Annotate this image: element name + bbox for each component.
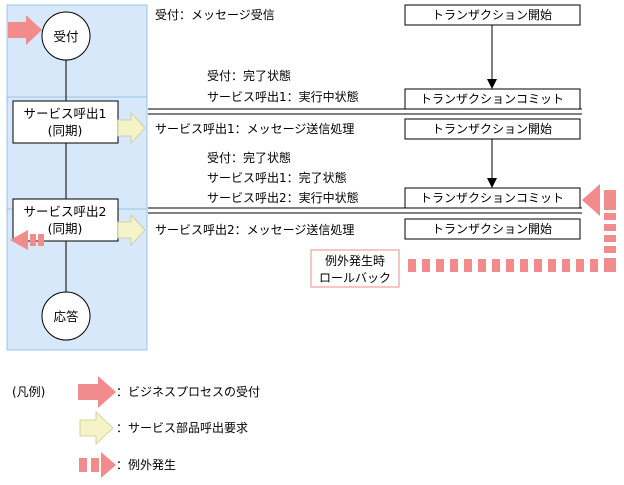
row5-box-text: トランザクション開始 bbox=[432, 222, 552, 236]
exception-dash-h10 bbox=[464, 259, 472, 272]
response-label: 応答 bbox=[53, 309, 79, 324]
row3-label: サービス呼出1：メッセージ送信処理 bbox=[155, 121, 354, 136]
exception-dash-h14 bbox=[408, 259, 416, 272]
rollback-return-dash-2 bbox=[30, 234, 36, 246]
receive-arrow-icon bbox=[8, 15, 42, 45]
receive-node bbox=[41, 11, 91, 61]
rollback-line2: ロールバック bbox=[319, 271, 391, 285]
service-call-1-title: サービス呼出1 bbox=[24, 106, 107, 121]
row1-box-text: トランザクション開始 bbox=[432, 8, 552, 22]
connector-2-arrowhead bbox=[487, 178, 497, 188]
exception-dash-h7 bbox=[506, 259, 514, 272]
row4-label-b: サービス呼出1：完了状態 bbox=[207, 170, 347, 185]
service-call-1-box bbox=[12, 100, 119, 144]
legend-exception-dash-1 bbox=[79, 458, 87, 472]
legend-title: (凡例) bbox=[12, 385, 45, 399]
service-call-2-title: サービス呼出2 bbox=[24, 204, 107, 219]
exception-dash-v4 bbox=[604, 246, 616, 253]
exception-dash-h2 bbox=[576, 259, 584, 272]
service-call-2-sub: (同期) bbox=[48, 221, 83, 236]
row2-label-a: 受付：完了状態 bbox=[207, 68, 291, 83]
exception-dash-v3 bbox=[604, 235, 616, 242]
exception-dash-h9 bbox=[478, 259, 486, 272]
exception-dash-h12 bbox=[436, 259, 444, 272]
service-request-1-arrow-icon bbox=[117, 111, 146, 145]
row5-label: サービス呼出2：メッセージ送信処理 bbox=[155, 222, 354, 237]
exception-dash-h4 bbox=[548, 259, 556, 272]
exception-dash-v2 bbox=[604, 224, 616, 231]
row2-box bbox=[404, 88, 581, 110]
exception-dash-h8 bbox=[492, 259, 500, 272]
legend-service-arrow-icon bbox=[79, 411, 114, 445]
legend-exception-dash-2 bbox=[91, 458, 99, 472]
legend-item2: ：サービス部品呼出要求 bbox=[116, 420, 248, 435]
rollback-return-dash-1 bbox=[38, 234, 44, 246]
exception-dash-h13 bbox=[422, 259, 430, 272]
row2-box-text: トランザクションコミット bbox=[420, 92, 564, 106]
row4-label-c: サービス呼出2：実行中状態 bbox=[207, 190, 359, 205]
row4-box bbox=[404, 187, 581, 209]
row4-box-text: トランザクションコミット bbox=[420, 191, 564, 205]
exception-dash-h3 bbox=[562, 259, 570, 272]
legend-item1: ：ビジネスプロセスの受付 bbox=[116, 385, 260, 399]
exception-dash-top bbox=[604, 190, 616, 210]
exception-corner bbox=[604, 258, 616, 272]
legend-exception-arrow-icon bbox=[101, 452, 116, 478]
exception-dash-h5 bbox=[534, 259, 542, 272]
rollback-line1: 例外発生時 bbox=[325, 254, 385, 268]
service-call-1-sub: (同期) bbox=[48, 123, 83, 138]
legend-receive-arrow-icon bbox=[78, 376, 116, 408]
exception-dash-v1 bbox=[604, 213, 616, 220]
row3-box-text: トランザクション開始 bbox=[432, 122, 552, 136]
row4-label-a: 受付：完了状態 bbox=[207, 150, 291, 165]
response-node bbox=[41, 291, 91, 341]
exception-dash-h1 bbox=[590, 259, 598, 272]
row5-box bbox=[404, 218, 581, 240]
exception-dash-h6 bbox=[520, 259, 528, 272]
row2-label-b: サービス呼出1：実行中状態 bbox=[207, 89, 359, 104]
receive-label: 受付 bbox=[53, 29, 78, 44]
service-request-2-arrow-icon bbox=[117, 213, 146, 247]
rollback-return-arrow-icon bbox=[10, 230, 28, 250]
rollback-box bbox=[310, 249, 400, 288]
exception-dash-h11 bbox=[450, 259, 458, 272]
legend-item3: ：例外発生 bbox=[116, 458, 176, 472]
row1-label: 受付：メッセージ受信 bbox=[155, 8, 275, 22]
exception-arrow-icon bbox=[582, 184, 600, 216]
connector-1-arrowhead bbox=[487, 79, 497, 89]
